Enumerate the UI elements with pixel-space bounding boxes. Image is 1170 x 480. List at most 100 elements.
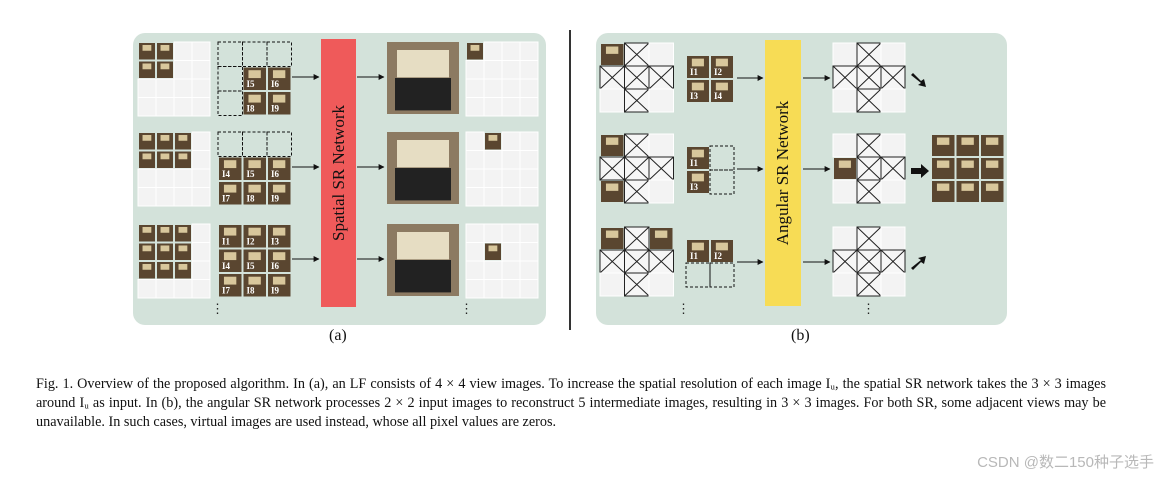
panel-divider (569, 30, 571, 330)
virtual-view-cross (832, 65, 858, 90)
faded-view (483, 279, 503, 299)
view-index-label: I3 (271, 237, 280, 247)
panel-b-input-ellipsis: ⋮ (677, 301, 690, 316)
virtual-view-cross (856, 249, 882, 274)
faded-view (519, 242, 539, 262)
faded-view (483, 78, 503, 98)
view-image-box (142, 63, 152, 70)
faded-view (137, 168, 157, 188)
view-image-box (178, 226, 188, 233)
virtual-view-cross (648, 156, 674, 181)
view-image-box (178, 134, 188, 141)
faded-view (465, 187, 485, 207)
view-image-box (223, 184, 237, 193)
virtual-view-cross (624, 88, 650, 113)
spatial-sr-network-block: Spatial SR Network (321, 39, 356, 307)
missing-view (217, 131, 243, 157)
view-index-label: I8 (247, 194, 256, 204)
faded-view (519, 78, 539, 98)
output-photo-crate (395, 78, 451, 111)
view-image-box (160, 153, 170, 160)
virtual-view-cross (856, 88, 882, 113)
faded-view (191, 131, 211, 151)
view-image-box (691, 242, 704, 251)
view-index-label: I3 (690, 91, 699, 101)
faded-view (191, 78, 211, 98)
view-image-box (272, 160, 286, 169)
view-image-box (985, 160, 999, 168)
view-index-label: I3 (690, 182, 699, 192)
missing-view (217, 66, 243, 92)
view-image-box (160, 263, 170, 270)
faded-view (501, 279, 521, 299)
virtual-view-cross (856, 65, 882, 90)
missing-view (709, 262, 735, 288)
virtual-view-cross (624, 42, 650, 67)
view-image-box (248, 94, 261, 103)
missing-view (709, 145, 735, 171)
faded-view (648, 88, 674, 113)
view-index-label: I2 (714, 67, 723, 77)
virtual-view-cross (624, 249, 650, 274)
view-image-box (160, 134, 170, 141)
merge-arrow-down (911, 73, 926, 87)
view-image-box (715, 58, 728, 67)
faded-view (137, 97, 157, 117)
faded-view (173, 78, 193, 98)
view-image-box (178, 245, 188, 252)
panel-a-output-ellipsis: ⋮ (460, 301, 473, 316)
faded-view (155, 187, 175, 207)
view-image-box (654, 230, 668, 238)
missing-view (685, 262, 711, 288)
view-index-label: I6 (271, 261, 280, 271)
virtual-view-cross (856, 42, 882, 67)
faded-view (155, 78, 175, 98)
faded-view (155, 279, 175, 299)
faded-view (880, 42, 906, 67)
faded-view (465, 150, 485, 170)
merge-arrow-up (911, 256, 926, 270)
missing-view (709, 169, 735, 195)
virtual-view-cross (856, 133, 882, 158)
view-image-box (691, 173, 704, 182)
faded-view (501, 260, 521, 280)
view-image-box (715, 82, 728, 91)
view-image-box (223, 227, 237, 236)
view-image-box (142, 245, 152, 252)
view-image-box (985, 183, 999, 191)
faded-view (519, 131, 539, 151)
faded-view (191, 168, 211, 188)
view-image-box (272, 227, 286, 236)
panel-b-sublabel: (b) (791, 327, 810, 344)
view-image-box (142, 263, 152, 270)
faded-view (648, 179, 674, 204)
faded-view (599, 88, 625, 113)
view-image-box (272, 70, 286, 79)
missing-view (217, 90, 243, 116)
view-image-box (160, 245, 170, 252)
faded-view (155, 168, 175, 188)
view-image-box (605, 230, 619, 238)
view-image-box (178, 263, 188, 270)
view-index-label: I6 (271, 169, 280, 179)
faded-view (465, 260, 485, 280)
faded-view (501, 131, 521, 151)
faded-view (483, 260, 503, 280)
faded-view (483, 223, 503, 243)
view-image-box (715, 242, 728, 251)
view-image-box (248, 276, 261, 285)
virtual-view-cross (648, 65, 674, 90)
view-image-box (272, 94, 286, 103)
faded-view (501, 223, 521, 243)
faded-view (465, 131, 485, 151)
faded-view (483, 187, 503, 207)
faded-view (832, 226, 858, 251)
faded-view (501, 97, 521, 117)
faded-view (173, 41, 193, 61)
faded-view (501, 168, 521, 188)
faded-view (191, 150, 211, 170)
angular-sr-network-label: Angular SR Network (773, 100, 793, 246)
virtual-view-cross (624, 272, 650, 297)
output-photo-box (397, 50, 449, 78)
